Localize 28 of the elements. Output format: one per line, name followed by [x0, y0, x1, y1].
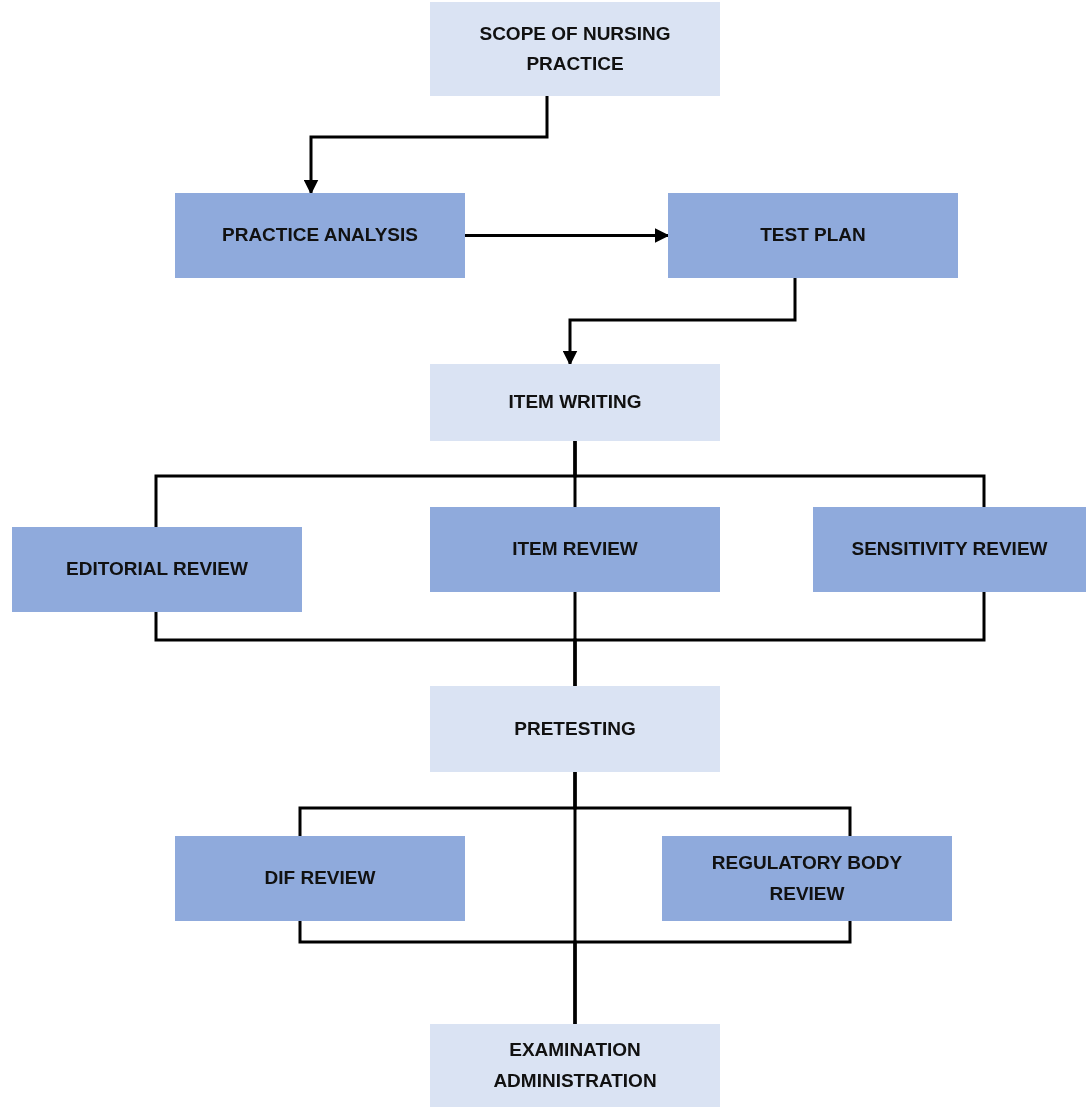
process-box — [12, 527, 302, 612]
box-label: TEST PLAN — [760, 223, 866, 248]
box-label: SENSITIVITY REVIEW — [851, 537, 1048, 562]
box-label: SCOPE OF NURSING PRACTICE — [478, 21, 672, 76]
process-box — [430, 2, 720, 96]
process-box — [430, 364, 720, 441]
box-label: ITEM WRITING — [508, 390, 642, 415]
process-box — [175, 836, 465, 921]
process-box — [813, 507, 1086, 592]
arrow — [465, 228, 670, 243]
process-box — [175, 193, 465, 278]
connector-line — [573, 592, 986, 686]
box-label: DIF REVIEW — [264, 866, 376, 891]
process-box — [430, 1024, 720, 1107]
arrow — [562, 278, 797, 366]
connector-line — [573, 441, 986, 507]
box-label: PRETESTING — [514, 716, 636, 741]
arrow — [303, 96, 549, 195]
box-label: ITEM REVIEW — [512, 537, 638, 562]
process-box — [430, 507, 720, 592]
box-label: EDITORIAL REVIEW — [66, 557, 248, 582]
box-label: REGULATORY BODY REVIEW — [710, 851, 904, 906]
process-box — [668, 193, 958, 278]
process-box — [430, 686, 720, 772]
box-label: EXAMINATION ADMINISTRATION — [492, 1038, 658, 1093]
process-box — [662, 836, 952, 921]
box-label: PRACTICE ANALYSIS — [222, 223, 418, 248]
connector-line — [573, 921, 852, 1024]
